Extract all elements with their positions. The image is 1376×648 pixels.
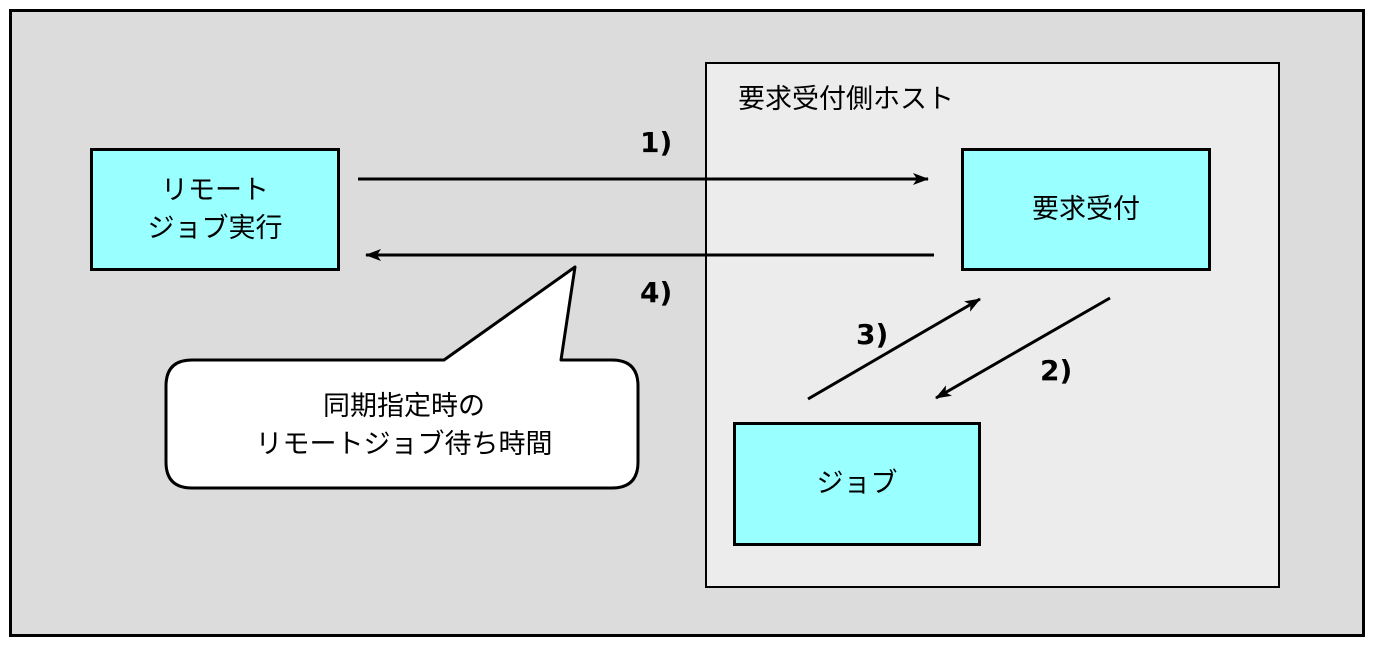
job-label: ジョブ <box>816 468 898 499</box>
request-reception-label: 要求受付 <box>1032 193 1140 225</box>
wait-time-callout <box>164 265 640 490</box>
remote-job-execution-line1: リモート <box>161 174 269 206</box>
callout-line1: 同期指定時の <box>323 391 485 422</box>
remote-job-execution-line2: ジョブ実行 <box>147 212 283 244</box>
remote-job-execution-box: リモート ジョブ実行 <box>90 148 340 271</box>
request-reception-box: 要求受付 <box>961 148 1211 271</box>
callout-line2: リモートジョブ待ち時間 <box>255 429 553 460</box>
step-3-label: 3) <box>856 318 889 351</box>
job-box: ジョブ <box>733 422 981 546</box>
callout-text: 同期指定時の リモートジョブ待ち時間 <box>168 388 640 464</box>
arrow-step3 <box>807 297 981 401</box>
step-4-label: 4) <box>640 276 673 309</box>
arrow-step2 <box>935 296 1111 400</box>
host-label: 要求受付側ホスト <box>738 84 954 115</box>
step-1-label: 1) <box>640 126 673 159</box>
step-2-label: 2) <box>1040 354 1073 387</box>
